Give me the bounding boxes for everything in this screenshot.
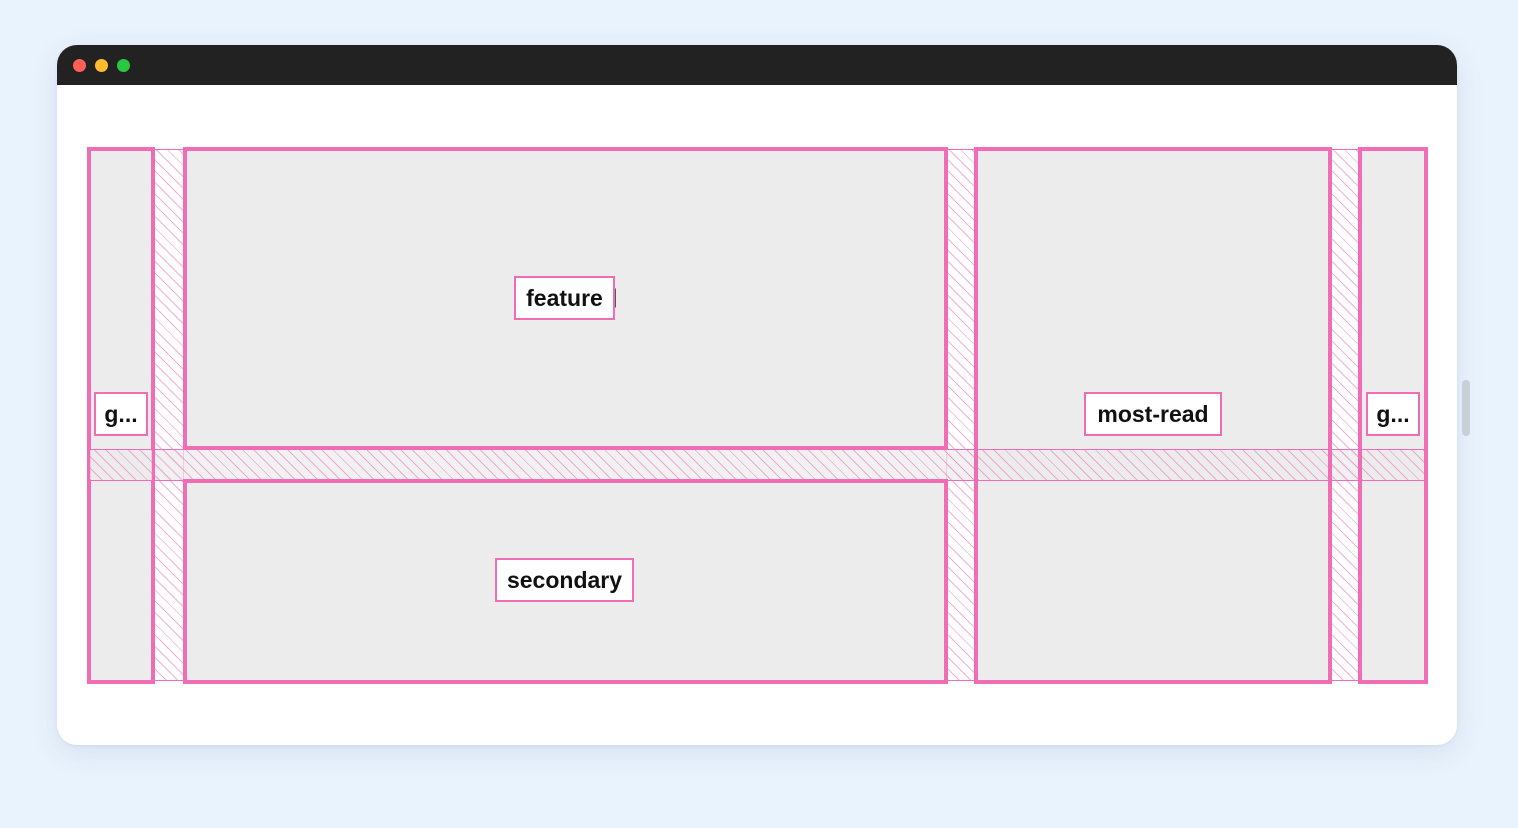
area-name-tag-gutter-left: g... xyxy=(94,392,148,436)
grid-row-gap-overlay-most-read xyxy=(978,449,1328,481)
area-name-tag-secondary: secondary xyxy=(495,558,634,602)
minimize-window-button[interactable] xyxy=(95,59,108,72)
grid-column-gap-3 xyxy=(1330,149,1360,681)
title-bar xyxy=(57,45,1457,85)
close-window-button[interactable] xyxy=(73,59,86,72)
area-name-tag-feature: feature xyxy=(514,276,615,320)
maximize-window-button[interactable] xyxy=(117,59,130,72)
scrollbar-thumb[interactable] xyxy=(1462,380,1470,436)
grid-column-gap-1 xyxy=(153,149,184,681)
area-name-tag-most-read: most-read xyxy=(1084,392,1222,436)
grid-column-gap-2 xyxy=(946,149,976,681)
area-name-tag-gutter-right: g... xyxy=(1366,392,1420,436)
grid-row-gap-overlay xyxy=(90,449,152,481)
grid-row-gap-overlay-right xyxy=(1362,449,1424,481)
